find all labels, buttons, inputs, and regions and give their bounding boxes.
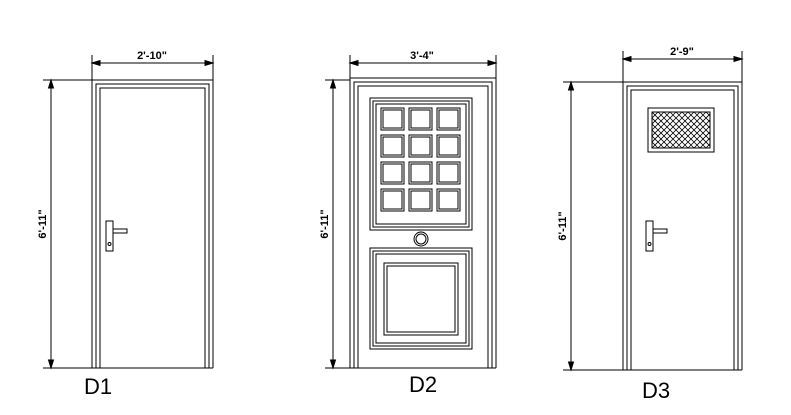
d2-lite	[437, 135, 460, 157]
d1-label: D1	[84, 374, 112, 399]
d3-mesh-line	[700, 112, 736, 148]
d2-door-viewer	[414, 232, 428, 246]
d3-leaf	[631, 90, 734, 370]
d3-height-text: 6'-11"	[557, 211, 569, 240]
d1-width-text: 2'-10"	[137, 50, 167, 62]
d3-vent-mesh	[616, 112, 778, 148]
d3-mesh-line	[706, 112, 742, 148]
d3-mesh-line	[682, 112, 718, 148]
d3-height-dimension: 6'-11"	[557, 82, 623, 370]
d1-lever-handle	[106, 221, 127, 251]
d1-frame	[92, 80, 213, 368]
d2-lite-glass	[439, 137, 458, 155]
d3-mesh-line	[694, 112, 730, 148]
d2-lite-glass	[439, 164, 458, 182]
d3-mesh-line	[742, 112, 778, 148]
d2-lite-glass	[411, 137, 430, 155]
d1-width-dimension: 2'-10"	[92, 50, 213, 80]
d2-height-text: 6'-11"	[319, 209, 331, 238]
d3-mesh-line	[616, 112, 652, 148]
d3-mesh-line	[736, 112, 772, 148]
d3-mesh-line	[736, 112, 772, 148]
d2-lower-raised-panel	[370, 248, 472, 349]
d2-lite	[381, 189, 404, 211]
d3-mesh-line	[700, 112, 736, 148]
d3-mesh-line	[616, 112, 652, 148]
d3-mesh-line	[688, 112, 724, 148]
d1-leaf	[100, 88, 205, 368]
d2-lite	[409, 108, 432, 130]
d3-lever-handle	[646, 221, 667, 251]
d2-lite	[409, 189, 432, 211]
d2-lite-glass	[411, 110, 430, 128]
d1-height-dimension: 6'-11"	[37, 80, 92, 368]
d3-mesh-line	[730, 112, 766, 148]
d2-lite	[437, 108, 460, 130]
d2-width-dimension: 3'-4"	[350, 50, 496, 80]
d3-mesh-line	[706, 112, 742, 148]
d2-lite-glass	[383, 164, 402, 182]
d2-lite-glass	[411, 191, 430, 209]
d3-mesh-line	[712, 112, 748, 148]
d2-lite-glass	[439, 110, 458, 128]
d3-mesh-line	[742, 112, 778, 148]
d3-width-dimension: 2'-9"	[623, 46, 742, 82]
d3-width-text: 2'-9"	[670, 46, 694, 58]
d2-frame	[350, 78, 496, 368]
d2-lite	[381, 135, 404, 157]
d3-mesh-line	[718, 112, 754, 148]
d3-mesh-line	[712, 112, 748, 148]
d3-mesh-line	[694, 112, 730, 148]
door-d3: 2'-9" 6'-11"	[557, 46, 778, 403]
d3-mesh-line	[730, 112, 766, 148]
d2-lite-glass	[383, 191, 402, 209]
d2-lite	[437, 162, 460, 184]
d2-label: D2	[409, 372, 437, 397]
d3-frame	[623, 82, 742, 370]
d2-lite-grid	[381, 108, 460, 211]
d2-lite	[381, 108, 404, 130]
d2-height-dimension: 6'-11"	[319, 80, 350, 368]
d2-lite-glass	[411, 164, 430, 182]
d2-lite	[381, 162, 404, 184]
d2-lite	[409, 162, 432, 184]
door-d2: 3'-4" 6'-11"	[319, 50, 496, 397]
d2-lite	[409, 135, 432, 157]
d1-height-text: 6'-11"	[37, 209, 49, 238]
door-d1: 2'-10" 6'-11" D1	[37, 50, 213, 399]
d3-louvre-vent	[616, 108, 778, 152]
d3-label: D3	[642, 378, 670, 403]
d2-lite-glass	[439, 191, 458, 209]
d2-lite-glass	[383, 110, 402, 128]
d2-width-text: 3'-4"	[410, 50, 434, 62]
d2-lite-glass	[383, 137, 402, 155]
d2-upper-glazed-panel	[370, 98, 472, 230]
d2-lite	[437, 189, 460, 211]
d3-mesh-line	[718, 112, 754, 148]
